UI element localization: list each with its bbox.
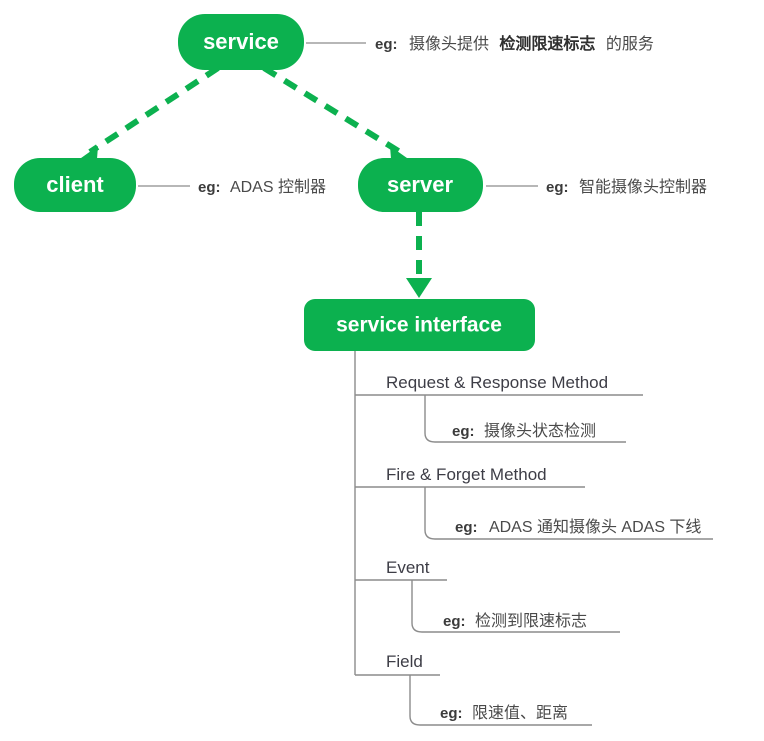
annotation-server: eg: 智能摄像头控制器	[546, 178, 707, 196]
dashed-arrow-service-to-client	[74, 65, 220, 172]
annotation-client-prefix: eg:	[198, 179, 221, 196]
node-service-interface[interactable]: service interface	[304, 299, 535, 351]
branch-example-prefix-3: eg:	[443, 613, 466, 630]
annotation-service-emphasis: 检测限速标志	[499, 34, 595, 53]
node-server-label: server	[387, 172, 454, 197]
annotation-client-text: ADAS 控制器	[230, 178, 326, 196]
svg-text:eg: 限速值、距离: eg: 限速值、距离	[440, 704, 568, 722]
annotation-service-part1: 摄像头提供	[409, 35, 489, 53]
dashed-arrow-service-to-server	[262, 65, 414, 172]
dashed-arrow-server-to-service-interface	[406, 212, 432, 298]
annotation-server-prefix: eg:	[546, 179, 569, 196]
branch-example-text-2: ADAS 通知摄像头 ADAS 下线	[489, 518, 701, 536]
branch-example-text-1: 摄像头状态检测	[484, 422, 596, 440]
node-server-pill	[358, 158, 483, 212]
branch-example-text-4: 限速值、距离	[472, 704, 568, 722]
branch-label-1: Request & Response Method	[386, 373, 608, 392]
svg-text:eg: 检测到限速标志: eg: 检测到限速标志	[443, 612, 587, 630]
node-service-pill	[178, 14, 304, 70]
tree-branch-request-response[interactable]: Request & Response Method eg: 摄像头状态检测	[355, 373, 643, 443]
annotation-client: eg: ADAS 控制器	[198, 178, 326, 196]
svg-text:eg: 摄像头状态检测: eg: 摄像头状态检测	[452, 422, 596, 440]
branch-example-connector-4	[409, 675, 592, 726]
node-service-label: service	[203, 29, 279, 54]
tree-branch-field[interactable]: Field eg: 限速值、距离	[355, 652, 592, 726]
branch-example-text-3: 检测到限速标志	[475, 612, 587, 630]
branch-example-prefix-1: eg:	[452, 423, 475, 440]
branch-example-prefix-4: eg:	[440, 705, 463, 722]
node-service-interface-pill	[304, 299, 535, 351]
node-client-pill	[14, 158, 136, 212]
annotation-server-text: 智能摄像头控制器	[579, 178, 707, 196]
svg-text:eg: ADAS 通知摄像头 ADAS 下线: eg: ADAS 通知摄像头 ADAS 下线	[455, 518, 701, 536]
node-service-interface-label: service interface	[336, 314, 502, 337]
annotation-service: eg: 摄像头提供 检测限速标志 的服务	[375, 34, 654, 53]
branch-example-connector-1	[424, 395, 626, 443]
branch-example-prefix-2: eg:	[455, 519, 478, 536]
branch-example-connector-3	[411, 580, 620, 633]
annotation-service-part2: 的服务	[606, 35, 654, 53]
svg-text:eg: ADAS 控制器: eg: ADAS 控制器	[198, 178, 326, 196]
branch-label-3: Event	[386, 558, 430, 577]
branch-example-connector-2	[424, 487, 713, 540]
node-client-label: client	[46, 172, 104, 197]
tree-branch-fire-forget[interactable]: Fire & Forget Method eg: ADAS 通知摄像头 ADAS…	[355, 465, 713, 540]
node-client[interactable]: client	[14, 158, 136, 212]
branch-label-2: Fire & Forget Method	[386, 465, 547, 484]
node-server[interactable]: server	[358, 158, 483, 212]
node-service[interactable]: service	[178, 14, 304, 70]
svg-text:eg: 智能摄像头控制器: eg: 智能摄像头控制器	[546, 178, 707, 196]
branch-label-4: Field	[386, 652, 423, 671]
annotation-service-prefix: eg:	[375, 36, 398, 53]
svg-text:eg: 摄像头提供 检测限速标志: eg: 摄像头提供 检测限速标志 的服务	[375, 34, 654, 53]
tree-branch-event[interactable]: Event eg: 检测到限速标志	[355, 558, 620, 633]
